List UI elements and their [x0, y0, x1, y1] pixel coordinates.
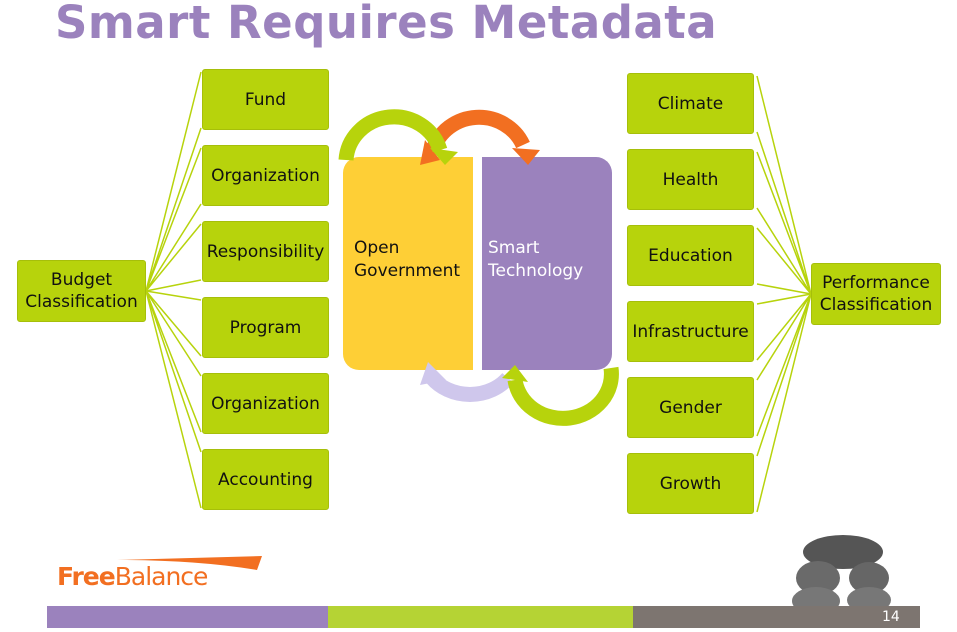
freebalance-logo: FreeBalance — [57, 556, 262, 591]
right-item-gender: Gender — [627, 377, 754, 438]
logo-swoosh-icon — [117, 556, 262, 570]
performance-classification-box: Performance Classification — [811, 263, 941, 325]
right-item-infrastructure: Infrastructure — [627, 301, 754, 362]
logo-text-balance: Balance — [114, 562, 209, 591]
page-number: 14 — [882, 609, 900, 625]
left-item-responsibility: Responsibility — [202, 221, 329, 282]
budget-classification-box: Budget Classification — [17, 260, 146, 322]
left-item-organization-2: Organization — [202, 373, 329, 434]
left-item-program: Program — [202, 297, 329, 358]
right-item-climate: Climate — [627, 73, 754, 134]
logo-text-free: Free — [57, 562, 116, 591]
lavender-arrow-icon — [420, 362, 514, 402]
green-arrow-bottom-icon — [502, 365, 619, 426]
smart-technology-block: Smart Technology — [482, 157, 612, 370]
right-item-growth: Growth — [627, 453, 754, 514]
footer-bar-green — [328, 606, 633, 628]
slide-title: Smart Requires Metadata — [55, 0, 718, 49]
footer-bar-purple — [47, 606, 328, 628]
left-item-accounting: Accounting — [202, 449, 329, 510]
footer-bar-gray — [633, 606, 920, 628]
right-item-health: Health — [627, 149, 754, 210]
green-arrow-top-icon — [338, 109, 458, 165]
left-item-organization: Organization — [202, 145, 329, 206]
open-government-block: Open Government — [343, 157, 473, 370]
right-item-education: Education — [627, 225, 754, 286]
left-item-fund: Fund — [202, 69, 329, 130]
